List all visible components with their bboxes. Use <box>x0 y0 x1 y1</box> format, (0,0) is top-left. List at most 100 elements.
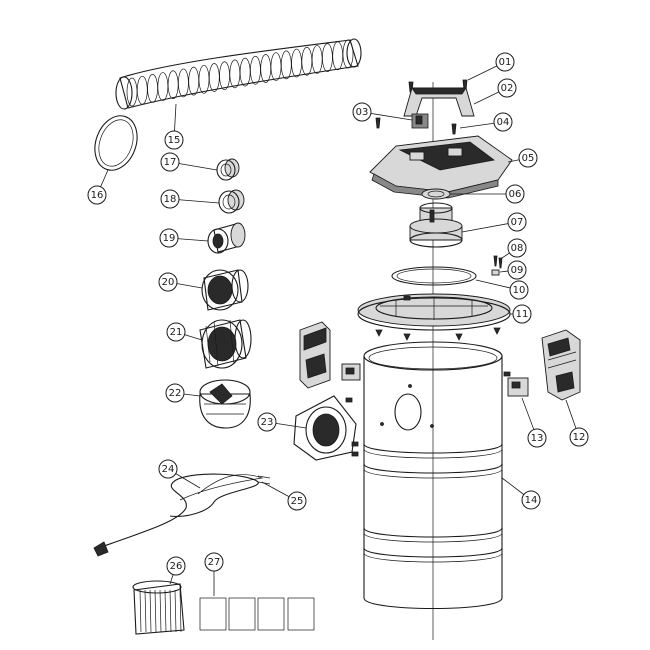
filter-pleat <box>179 589 182 633</box>
callout-number: 17 <box>164 157 177 168</box>
callout-19: 19 <box>159 228 209 248</box>
callout-number: 06 <box>509 189 522 200</box>
hose-rib <box>311 45 323 74</box>
callout-number: 03 <box>356 107 369 118</box>
hose-rib <box>239 57 251 87</box>
filter-pleat <box>164 589 167 633</box>
hose-rib <box>260 54 272 83</box>
filter-pleat <box>144 589 147 633</box>
callout-circle <box>204 552 224 572</box>
part-motor <box>409 202 463 248</box>
callout-18: 18 <box>160 189 220 209</box>
part-latch-holder <box>503 371 529 397</box>
part-adapter-19 <box>207 222 246 254</box>
filter-pleat <box>169 589 172 633</box>
callout-14: 14 <box>501 477 541 510</box>
callout-number: 19 <box>163 233 176 244</box>
callout-circle <box>512 304 532 324</box>
callout-02: 02 <box>473 78 517 105</box>
callout-number: 13 <box>531 433 544 444</box>
callout-number: 10 <box>513 285 526 296</box>
part-adapter-22 <box>199 379 251 429</box>
tank-band-edge <box>363 552 503 563</box>
hose-rib <box>188 66 200 96</box>
callout-21: 21 <box>166 322 203 342</box>
callout-number: 09 <box>511 265 524 276</box>
callout-circle <box>518 148 538 168</box>
part-latch-holder-left <box>341 363 361 381</box>
part-adapter-21 <box>199 319 252 369</box>
hose-rib <box>280 50 292 80</box>
callout-11: 11 <box>510 304 532 324</box>
callout-circle <box>352 102 372 122</box>
callout-number: 27 <box>208 557 221 568</box>
callout-circle <box>166 322 186 342</box>
callout-number: 07 <box>511 217 524 228</box>
callout-circle <box>507 212 527 232</box>
callout-circle <box>87 185 107 205</box>
filter-pleat <box>174 589 177 633</box>
callout-circle <box>160 152 180 172</box>
hose-rib <box>332 41 344 71</box>
callout-circle <box>257 412 277 432</box>
callout-circle <box>569 427 589 447</box>
tank-band <box>363 463 503 474</box>
part-hose <box>115 38 362 110</box>
callout-number: 26 <box>170 561 183 572</box>
callout-number: 15 <box>168 135 181 146</box>
callout-04: 04 <box>459 112 513 132</box>
hose-rib <box>219 61 230 91</box>
callout-circle <box>509 280 529 300</box>
hose-rib <box>178 68 189 98</box>
callout-15: 15 <box>164 103 184 150</box>
tank-band-edge <box>363 468 503 479</box>
tank-band <box>363 527 503 538</box>
filter-pleat <box>139 589 142 633</box>
tank-band-edge <box>363 532 503 543</box>
callout-circle <box>158 272 178 292</box>
callout-26: 26 <box>166 556 186 585</box>
callout-08: 08 <box>501 238 527 259</box>
tank-band <box>363 547 503 558</box>
callout-circle <box>497 78 517 98</box>
callout-number: 22 <box>169 388 182 399</box>
callout-circle <box>493 112 513 132</box>
callout-number: 12 <box>573 432 586 443</box>
callout-circle <box>159 228 179 248</box>
callout-24: 24 <box>158 459 201 489</box>
callout-25: 25 <box>261 481 307 511</box>
callout-10: 10 <box>475 279 529 300</box>
filter-pleat <box>149 589 152 633</box>
callout-circle <box>158 459 178 479</box>
callout-circle <box>521 490 541 510</box>
part-adapter-20 <box>201 269 249 311</box>
hose-rib <box>167 70 179 100</box>
callout-circle <box>287 491 307 511</box>
callout-number: 20 <box>162 277 175 288</box>
part-power-cord <box>93 473 271 557</box>
callout-number: 18 <box>164 194 177 205</box>
callout-16: 16 <box>87 169 109 205</box>
callout-circle <box>507 238 527 258</box>
hose-rib <box>147 74 158 103</box>
callout-05: 05 <box>507 148 538 168</box>
callout-20: 20 <box>158 272 203 292</box>
callout-06: 06 <box>450 184 525 204</box>
callout-01: 01 <box>467 52 515 81</box>
callout-09: 09 <box>499 260 527 280</box>
hose-rib <box>208 63 220 92</box>
part-adapter-17 <box>216 158 240 181</box>
hose-rib <box>291 48 302 78</box>
callout-number: 23 <box>261 417 274 428</box>
callout-circle <box>527 428 547 448</box>
callout-number: 14 <box>525 495 538 506</box>
callout-circle <box>507 260 527 280</box>
part-handle <box>403 87 475 117</box>
part-latch-left <box>299 321 331 389</box>
part-clamp-ring <box>94 115 138 171</box>
hose-rib <box>301 46 313 76</box>
callout-22: 22 <box>165 383 201 403</box>
